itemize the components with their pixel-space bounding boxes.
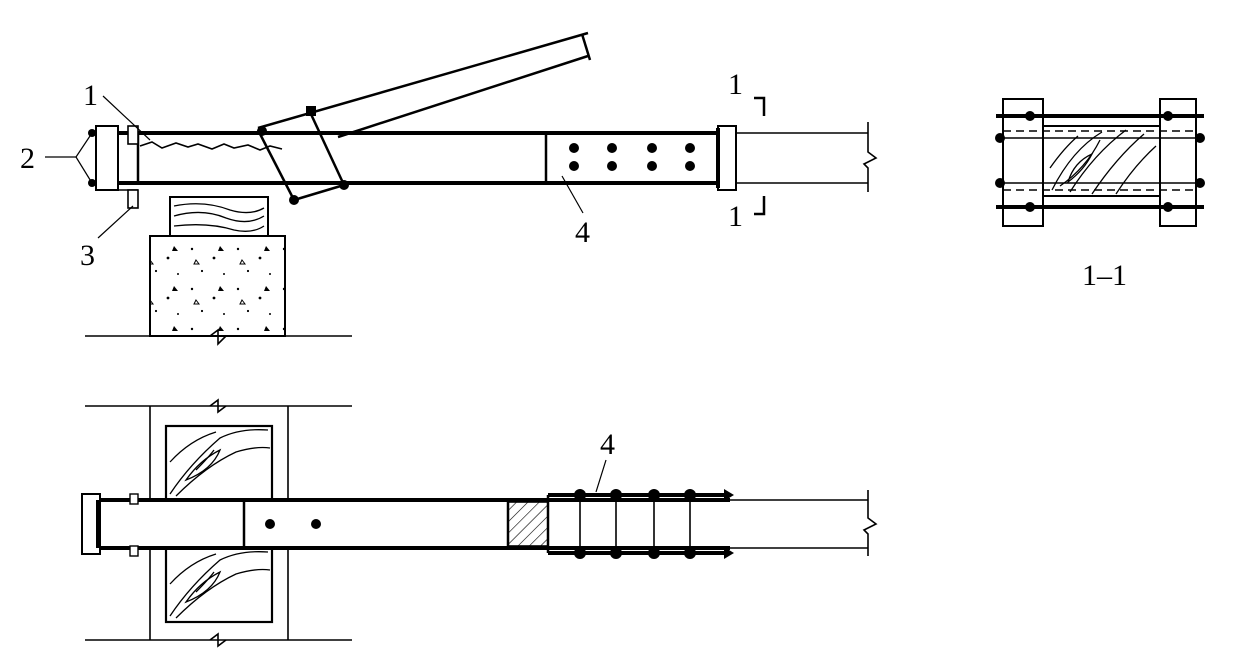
plan-left-end-plate — [81, 493, 139, 557]
section-timber-core — [1042, 125, 1161, 197]
plan-leader-4 — [595, 459, 607, 493]
label-2: 2 — [20, 142, 35, 175]
steel-straps — [256, 106, 349, 205]
decayed-zone-outline — [139, 141, 283, 151]
plan-splice-plates-4 — [546, 489, 734, 559]
section-mark-top: 1 — [728, 68, 743, 101]
leader-3 — [97, 205, 134, 239]
left-end-steel-plate — [95, 125, 139, 209]
inclined-rafter — [257, 31, 592, 139]
section-title: 1–1 — [1082, 259, 1127, 292]
elevation-view: 1 2 3 4 1 1 — [20, 31, 878, 346]
plan-timber-block-top — [164, 424, 274, 502]
plan-view: 4 — [81, 398, 878, 648]
label-4-elevation: 4 — [575, 216, 590, 249]
section-cut-bottom — [754, 196, 766, 216]
section-1-1-view: 1–1 — [995, 98, 1205, 292]
label-3: 3 — [80, 239, 95, 272]
label-4-plan: 4 — [600, 428, 615, 461]
leader-4 — [561, 175, 584, 214]
leader-2c — [75, 156, 93, 184]
timber-bearing-block — [169, 196, 269, 237]
leader-2b — [75, 132, 93, 158]
leader-1 — [102, 95, 151, 141]
section-cut-top — [754, 96, 766, 116]
section-mark-bottom: 1 — [728, 200, 743, 233]
plan-beam — [100, 490, 878, 556]
plan-timber-block-bottom — [164, 546, 274, 624]
concrete-pier — [149, 235, 286, 346]
splice-plate-4 — [544, 125, 737, 191]
label-1: 1 — [83, 79, 98, 112]
main-timber-beam — [100, 122, 878, 192]
